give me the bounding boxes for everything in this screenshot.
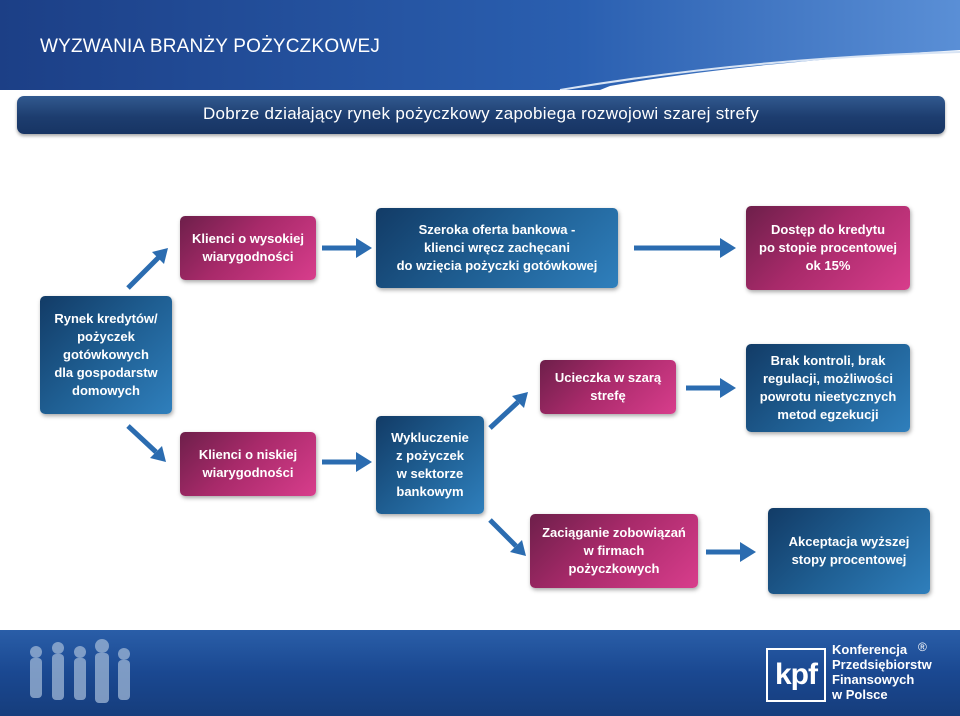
- footer: kpf Konferencja Przedsiębiorstw Finansow…: [0, 630, 960, 716]
- arrow-oferta-dostep-head: [720, 238, 736, 258]
- arrow-wykluczenie-ucieczka: [488, 400, 520, 430]
- org-line-1: Konferencja: [832, 642, 908, 657]
- arrow-rynek-niska: [126, 424, 158, 454]
- node-niska-line2: wiarygodności: [202, 465, 294, 480]
- header: WYZWANIA BRANŻY POŻYCZKOWEJ: [0, 0, 960, 90]
- arrow-wykluczenie-zaciaganie-head: [510, 540, 526, 556]
- node-brak-line4: metod egzekucji: [777, 407, 879, 422]
- people-silhouettes-icon: [30, 639, 130, 703]
- node-rynek-line5: domowych: [72, 383, 140, 398]
- node-dostep-line2: po stopie procentowej: [759, 240, 897, 255]
- node-dostep: Dostęp do kredytu po stopie procentowej …: [746, 206, 910, 290]
- node-wysoka-line2: wiarygodności: [202, 249, 294, 264]
- arrow-niska-wykluczenie-head: [356, 452, 372, 472]
- node-niska: Klienci o niskiej wiarygodności: [180, 432, 316, 496]
- node-zaciaganie: Zaciąganie zobowiązań w firmach pożyczko…: [530, 514, 698, 588]
- node-oferta-line1: Szeroka oferta bankowa -: [418, 222, 576, 237]
- node-dostep-line3: ok 15%: [805, 258, 851, 273]
- organization-name: Konferencja Przedsiębiorstw Finansowych …: [832, 642, 932, 702]
- org-line-3: Finansowych: [832, 672, 915, 687]
- node-rynek-line1: Rynek kredytów/: [54, 311, 158, 326]
- arrow-wysoka-oferta-head: [356, 238, 372, 258]
- node-brak-line3: powrotu nieetycznych: [759, 389, 897, 404]
- node-zaciaganie-line2: w firmach: [583, 543, 645, 558]
- node-oferta: Szeroka oferta bankowa - klienci wręcz z…: [376, 208, 618, 288]
- node-brak-line2: regulacji, możliwości: [762, 371, 894, 386]
- page-title: WYZWANIA BRANŻY POŻYCZKOWEJ: [40, 36, 381, 57]
- arrow-zaciaganie-akceptacja-head: [740, 542, 756, 562]
- node-rynek-line2: pożyczek: [77, 329, 135, 344]
- arrow-ucieczka-brak-head: [720, 378, 736, 398]
- node-wysoka-line1: Klienci o wysokiej: [192, 231, 304, 246]
- node-wykluczenie-line1: Wykluczenie: [391, 430, 469, 445]
- node-ucieczka: Ucieczka w szarą strefę: [540, 360, 676, 414]
- subtitle-banner: Dobrze działający rynek pożyczkowy zapob…: [17, 96, 945, 134]
- header-background: [0, 0, 960, 90]
- arrow-rynek-wysoka: [126, 254, 162, 290]
- arrow-rynek-niska-head: [150, 446, 166, 462]
- node-wykluczenie-line3: w sektorze: [396, 466, 464, 481]
- node-wykluczenie-line4: bankowym: [396, 484, 464, 499]
- arrow-wykluczenie-zaciaganie: [488, 518, 518, 548]
- node-wysoka: Klienci o wysokiej wiarygodności: [180, 216, 316, 280]
- node-rynek-line3: gotówkowych: [63, 347, 149, 362]
- node-akceptacja: Akceptacja wyższej stopy procentowej: [768, 508, 930, 594]
- node-oferta-line2: klienci wręcz zachęcani: [424, 240, 570, 255]
- node-rynek-line4: dla gospodarstw: [54, 365, 158, 380]
- node-dostep-line1: Dostęp do kredytu: [770, 222, 886, 237]
- kpf-logo: kpf: [766, 648, 826, 702]
- arrow-wykluczenie-ucieczka-head: [512, 392, 528, 408]
- org-line-2: Przedsiębiorstw: [832, 657, 932, 672]
- node-akceptacja-line2: stopy procentowej: [791, 552, 907, 567]
- node-brak-line1: Brak kontroli, brak: [770, 353, 886, 368]
- node-ucieczka-line2: strefę: [590, 388, 626, 403]
- node-niska-line1: Klienci o niskiej: [198, 447, 298, 462]
- node-ucieczka-line1: Ucieczka w szarą: [554, 370, 662, 385]
- node-zaciaganie-line1: Zaciąganie zobowiązań: [542, 525, 686, 540]
- node-wykluczenie: Wykluczenie z pożyczek w sektorze bankow…: [376, 416, 484, 514]
- node-brak: Brak kontroli, brak regulacji, możliwośc…: [746, 344, 910, 432]
- subtitle: Dobrze działający rynek pożyczkowy zapob…: [202, 104, 760, 123]
- node-wykluczenie-line2: z pożyczek: [396, 448, 464, 463]
- node-rynek: Rynek kredytów/ pożyczek gotówkowych dla…: [40, 296, 172, 414]
- node-oferta-line3: do wzięcia pożyczki gotówkowej: [396, 258, 598, 273]
- org-line-4: w Polsce: [832, 687, 888, 702]
- arrow-rynek-wysoka-head: [152, 248, 168, 264]
- node-zaciaganie-line3: pożyczkowych: [568, 561, 660, 576]
- registered-mark: ®: [918, 640, 927, 654]
- node-akceptacja-line1: Akceptacja wyższej: [788, 534, 910, 549]
